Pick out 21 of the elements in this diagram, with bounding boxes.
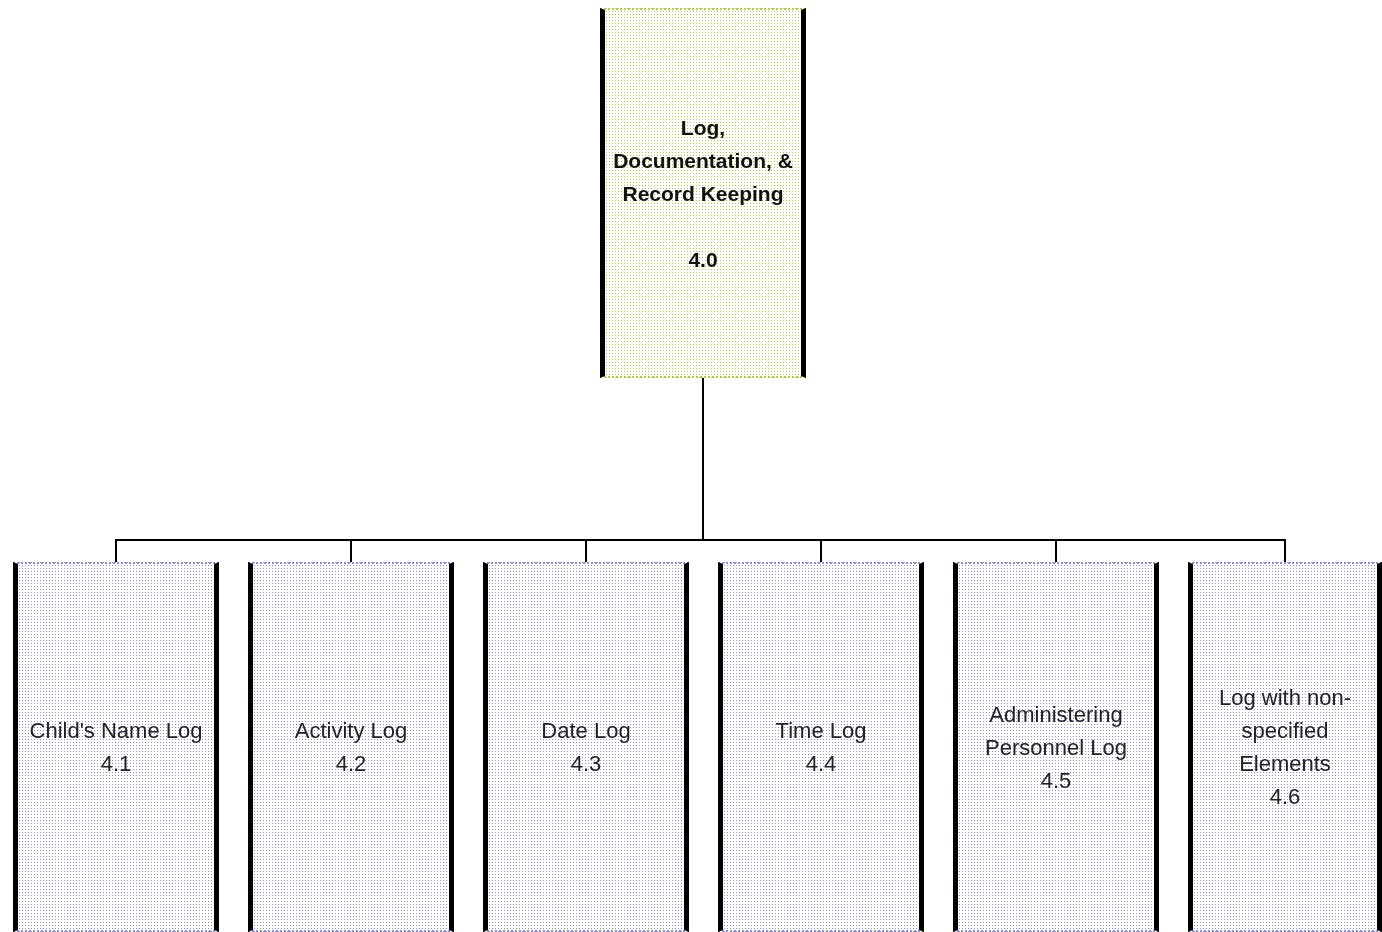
box-title: Log, Documentation, & Record Keeping bbox=[612, 114, 794, 207]
root-box bbox=[600, 8, 806, 378]
section-number: 4.1 bbox=[100, 750, 132, 778]
category-box bbox=[1188, 562, 1382, 932]
category-box bbox=[483, 562, 689, 932]
section-number: 4.0 bbox=[688, 246, 718, 273]
category-box bbox=[248, 562, 454, 932]
category-box bbox=[13, 562, 219, 932]
box-title: Activity Log bbox=[294, 717, 408, 745]
section-number: 4.4 bbox=[805, 750, 837, 778]
box-title: Time Log bbox=[775, 717, 867, 745]
box-title: Child's Name Log bbox=[29, 717, 203, 745]
section-number: 4.6 bbox=[1269, 783, 1301, 811]
box-title: Date Log bbox=[541, 717, 631, 745]
box-title: Log with non-specified Elements bbox=[1217, 684, 1353, 778]
section-number: 4.5 bbox=[1040, 766, 1072, 795]
section-number: 4.2 bbox=[335, 750, 367, 778]
section-number: 4.3 bbox=[570, 750, 602, 778]
category-box bbox=[718, 562, 924, 932]
box-title: Administering Personnel Log bbox=[984, 700, 1128, 762]
category-box bbox=[953, 562, 1159, 932]
